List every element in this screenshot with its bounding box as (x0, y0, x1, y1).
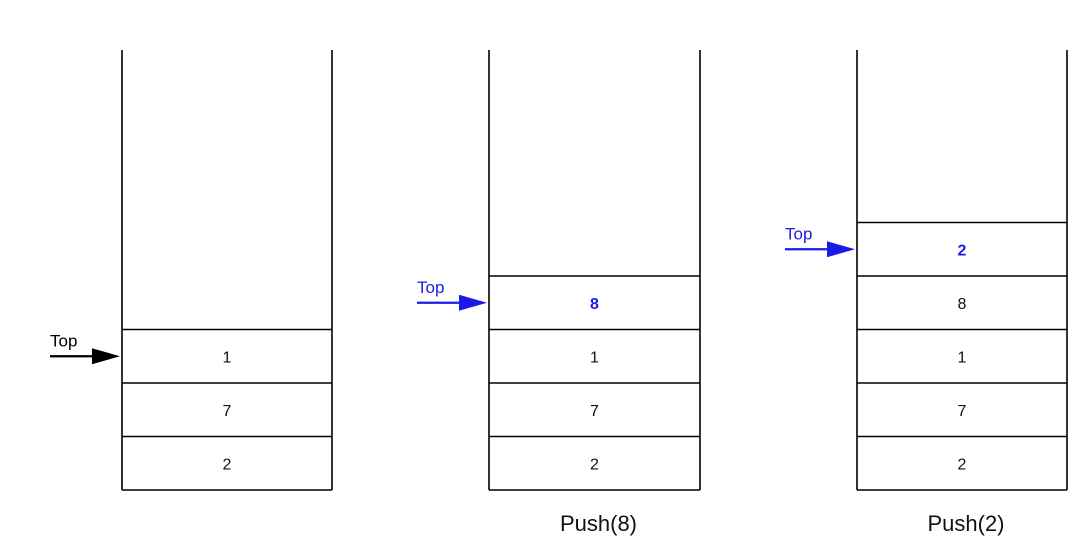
top-pointer-arrowhead-icon (92, 348, 120, 365)
stack-cell-value: 2 (223, 456, 232, 473)
operation-caption: Push(8) (560, 511, 637, 536)
stack-cell-value: 2 (590, 456, 599, 473)
stack-cell-value: 1 (590, 349, 599, 366)
top-pointer-label: Top (785, 224, 812, 243)
stack-cell-value: 1 (223, 349, 232, 366)
operation-caption: Push(2) (927, 511, 1004, 536)
stack-cell-value: 2 (958, 456, 967, 473)
stack-cell-value: 8 (590, 296, 599, 313)
top-pointer-arrowhead-icon (827, 241, 855, 258)
stack-cell-value: 7 (958, 403, 967, 420)
top-pointer-arrowhead-icon (459, 294, 487, 311)
stack-cell-value: 7 (590, 403, 599, 420)
stack-cell-value: 1 (958, 349, 967, 366)
top-pointer-label: Top (50, 331, 77, 350)
stack-cell-value: 8 (958, 296, 967, 313)
top-pointer-label: Top (417, 278, 444, 297)
stack-cell-value: 2 (958, 242, 967, 259)
stack-cell-value: 7 (223, 403, 232, 420)
